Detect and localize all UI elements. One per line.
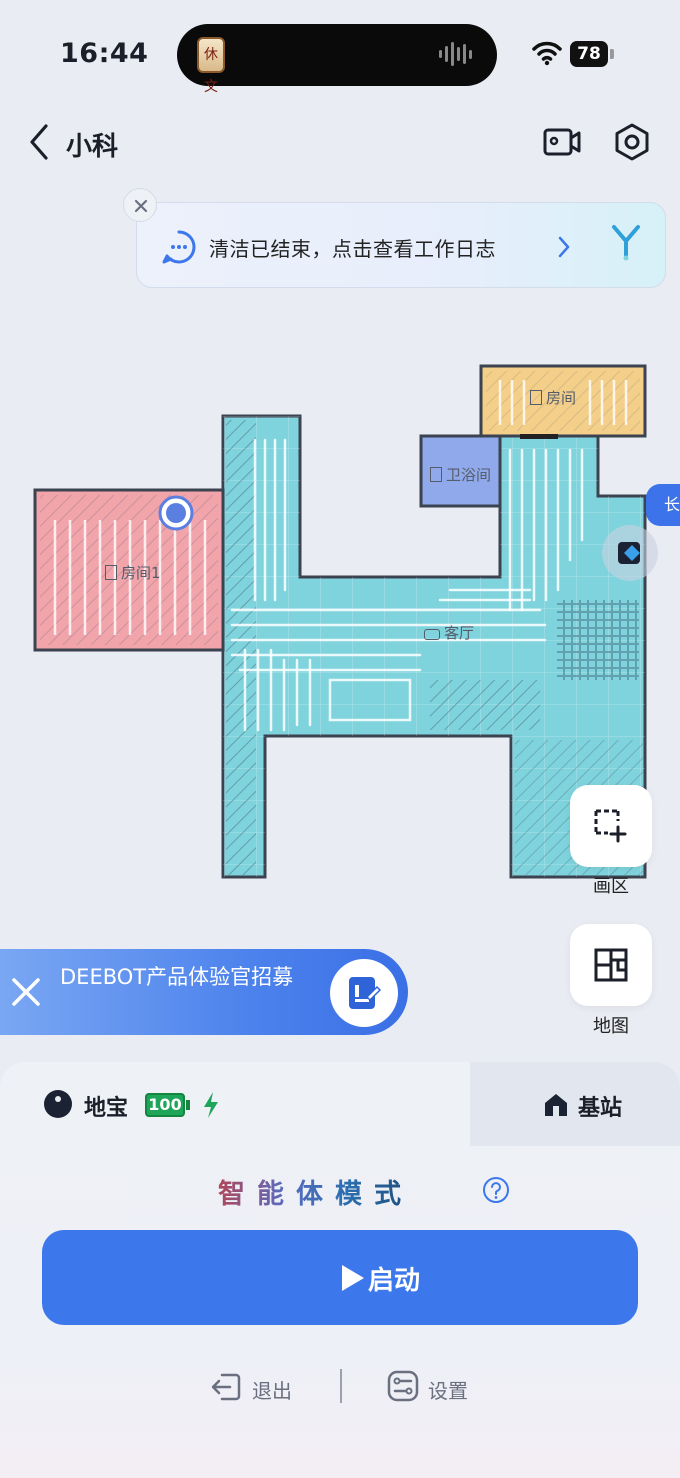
- battery-indicator: 78: [570, 41, 614, 67]
- settings-button[interactable]: 设置: [428, 1379, 468, 1403]
- video-camera-icon[interactable]: [542, 124, 582, 160]
- settings-icon[interactable]: [612, 122, 652, 162]
- promo-banner[interactable]: DEEBOT产品体验官招募: [0, 949, 408, 1035]
- close-icon: [134, 199, 148, 213]
- device-name[interactable]: 地宝: [84, 1096, 129, 1121]
- chevron-right-icon: [558, 236, 570, 258]
- map-button[interactable]: [570, 924, 652, 1006]
- station-label[interactable]: 基站: [578, 1096, 623, 1121]
- room-bathroom: [419, 434, 502, 508]
- charging-station-marker: [602, 525, 658, 581]
- mode-settings-icon[interactable]: [386, 1369, 420, 1403]
- location-pin-icon: [44, 1090, 72, 1118]
- wifi-icon: [532, 41, 562, 66]
- home-station-icon: [545, 1094, 567, 1116]
- map-label: 地图: [593, 1016, 629, 1037]
- audio-wave-icon: [439, 42, 475, 68]
- charging-bolt-icon: [204, 1092, 218, 1118]
- status-time: 16:44: [60, 38, 149, 69]
- start-label: 启动: [368, 1266, 421, 1296]
- dynamic-island: 休文: [177, 24, 497, 95]
- door-icon: [105, 565, 117, 580]
- device-battery-level: 100: [145, 1093, 185, 1117]
- device-battery: 100: [145, 1093, 191, 1117]
- exit-icon[interactable]: [210, 1372, 242, 1402]
- sofa-icon: [424, 629, 440, 640]
- notification-text: 清洁已结束，点击查看工作日志: [209, 237, 496, 261]
- mode-title[interactable]: 智能体模式: [218, 1172, 413, 1211]
- map-side-tab[interactable]: 长: [646, 484, 680, 526]
- cleaning-map[interactable]: 房间 卫浴间 房间1 客厅 长: [0, 330, 680, 900]
- chat-bubble-icon: [162, 230, 196, 264]
- draw-area-icon: [594, 809, 627, 843]
- draw-area-label: 画区: [593, 876, 629, 897]
- door-icon: [530, 390, 542, 405]
- exit-button[interactable]: 退出: [252, 1379, 292, 1403]
- back-icon[interactable]: [24, 120, 54, 164]
- floor-plan: [33, 364, 658, 879]
- notification-close-button[interactable]: [123, 188, 157, 222]
- assistant-logo-icon: [612, 225, 640, 261]
- room-label-bathroom[interactable]: 卫浴间: [430, 464, 491, 485]
- cleaning-finished-notification[interactable]: 清洁已结束，点击查看工作日志: [136, 202, 666, 288]
- room-label-bedroom[interactable]: 房间: [530, 387, 576, 408]
- door-icon: [430, 467, 442, 482]
- start-button[interactable]: 启动: [42, 1230, 638, 1325]
- robot-position-marker: [158, 495, 194, 531]
- draw-area-button[interactable]: [570, 785, 652, 867]
- station-tab[interactable]: [470, 1062, 680, 1146]
- map-icon: [594, 948, 628, 982]
- document-edit-icon: [349, 977, 381, 1009]
- room-label-living-room[interactable]: 客厅: [424, 622, 474, 643]
- help-icon[interactable]: [482, 1176, 510, 1204]
- island-app-icon: 休文: [197, 37, 225, 95]
- close-icon[interactable]: [10, 976, 42, 1008]
- promo-badge: [330, 959, 398, 1027]
- play-icon: [342, 1265, 364, 1291]
- status-bar: 16:44 休文 78: [0, 0, 680, 110]
- divider: [340, 1369, 342, 1403]
- battery-level: 78: [570, 41, 608, 67]
- page-title: 小科: [66, 132, 119, 162]
- promo-text: DEEBOT产品体验官招募: [60, 965, 294, 989]
- room-label-bedroom-1[interactable]: 房间1: [105, 562, 161, 583]
